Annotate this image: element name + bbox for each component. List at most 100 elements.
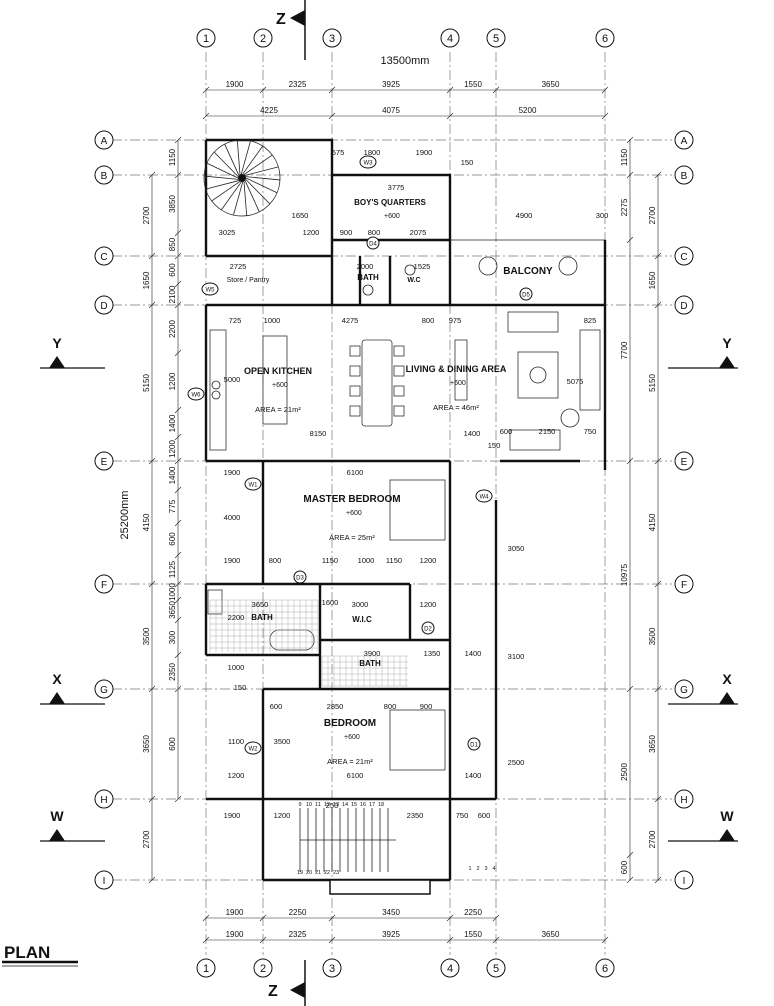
dimension-label: 1900 (226, 930, 244, 939)
dimension-label: 1400 (168, 414, 177, 432)
grid-row-label: G (100, 685, 108, 696)
door-tag-label: D5 (522, 293, 530, 299)
dimension-label: 750 (584, 427, 597, 436)
dimension-label: 1000 (228, 663, 245, 672)
dimension-label: 2700 (648, 830, 657, 848)
grid-col-label: 1 (203, 33, 209, 45)
dimension-label: 2725 (230, 262, 247, 271)
dimension-label: 600 (168, 737, 177, 751)
grid-bubble-col-2 (253, 958, 273, 978)
section-marker-Y: Y (52, 335, 62, 351)
door-tag-label: D2 (424, 627, 432, 633)
dimension-label: 4225 (260, 106, 278, 115)
dimension-label: 2150 (539, 427, 556, 436)
grid-bubble-row-I (94, 870, 114, 890)
room-level: +600 (450, 380, 466, 387)
dimension-label: 800 (368, 228, 381, 237)
dimension-label: 2325 (289, 80, 307, 89)
stair-step-number: 18 (378, 802, 384, 808)
window-tag-label: W1 (249, 483, 259, 489)
dimension-label: 1100 (228, 737, 244, 746)
dimension-label: 1125 (168, 560, 177, 578)
grid-bubble-row-E (94, 451, 114, 471)
dimension-label: 1525 (414, 262, 431, 271)
dimension-label: 2100 (168, 285, 177, 303)
grid-bubble-row-D (674, 295, 694, 315)
dimension-label: 2700 (142, 830, 151, 848)
dimension-label: 3775 (388, 183, 405, 192)
grid-row-label: H (100, 795, 107, 806)
dimension-label: 300 (168, 630, 177, 644)
dimension-label: 7700 (620, 341, 629, 359)
dimension-label: 1150 (168, 148, 177, 166)
dimension-label: 600 (478, 811, 491, 820)
dimension-label: 3900 (364, 649, 381, 658)
door-tag-label: D4 (369, 242, 377, 248)
window-tag (244, 477, 262, 491)
dimension-label: 600 (168, 532, 177, 546)
dimension-label: 1150 (322, 556, 338, 565)
dimension-label: 2700 (142, 206, 151, 224)
straight-staircase (299, 808, 396, 872)
dimension-label: 825 (584, 316, 597, 325)
grid-bubble-row-C (674, 246, 694, 266)
grid-bubble-row-I (674, 870, 694, 890)
grid-bubble-row-G (94, 679, 114, 699)
section-marker-X: X (52, 671, 62, 687)
svg-text:Z: Z (268, 983, 278, 1000)
dimension-label: 2850 (327, 702, 344, 711)
dimension-label: 3650 (142, 735, 151, 753)
grid-bubble-col-6 (595, 958, 615, 978)
dimension-label: 1650 (142, 271, 151, 289)
dimension-label: 1650 (292, 211, 309, 220)
grid-col-label: 3 (329, 33, 335, 45)
door-tag-label: D1 (470, 743, 478, 749)
dimension-label: 1150 (386, 556, 402, 565)
dimension-label: 2250 (289, 908, 307, 917)
grid-bubble-row-H (94, 789, 114, 809)
dimension-label: 10975 (620, 563, 629, 586)
grid-bubble-col-1 (196, 958, 216, 978)
dimension-label: 600 (168, 263, 177, 277)
dimension-label: 750 (456, 811, 469, 820)
dimension-label: 3850 (168, 195, 177, 213)
dimension-label: 250 (326, 801, 339, 810)
grid-bubble-col-1 (196, 28, 216, 48)
grid-row-label: C (100, 252, 107, 263)
dimension-label: 1200 (303, 228, 320, 237)
door-tag (519, 287, 533, 301)
stair-step-number: 12 (324, 802, 330, 808)
window-tag-label: W5 (206, 288, 216, 294)
grid-bubble-row-C (94, 246, 114, 266)
room-name: Store / Pantry (227, 277, 270, 284)
room-name: BALCONY (503, 266, 553, 277)
room-name: OPEN KITCHEN (244, 366, 312, 376)
grid-bubble-row-A (674, 130, 694, 150)
grid-bubble-row-H (674, 789, 694, 809)
grid-row-label: C (680, 252, 687, 263)
room-name: BATH (251, 613, 273, 622)
dimension-label: 3650 (648, 735, 657, 753)
dimension-label: 4000 (224, 513, 241, 522)
grid-bubble-col-4 (440, 958, 460, 978)
dimension-label: 600 (620, 860, 629, 874)
dimension-label: 4900 (516, 211, 533, 220)
dimension-label: 575 (332, 148, 345, 157)
dimension-label: 3650 (542, 930, 560, 939)
dimension-label: 3500 (142, 627, 151, 645)
grid-row-label: H (680, 795, 687, 806)
dimension-label: 800 (422, 316, 435, 325)
room-name: BATH (357, 273, 379, 282)
dimension-label: 1900 (226, 80, 244, 89)
dimension-label: 1550 (464, 80, 482, 89)
dimension-label: 1650 (648, 271, 657, 289)
grid-row-label: B (101, 171, 108, 182)
dimension-label: 2250 (464, 908, 482, 917)
dimension-label: 150 (234, 683, 247, 692)
grid-col-label: 4 (447, 33, 453, 45)
window-tag-label: W4 (480, 495, 490, 501)
dimension-label: 900 (340, 228, 353, 237)
grid-bubble-row-F (94, 574, 114, 594)
dimension-label: 1200 (228, 771, 245, 780)
dimension-label: 1000 (168, 583, 177, 601)
